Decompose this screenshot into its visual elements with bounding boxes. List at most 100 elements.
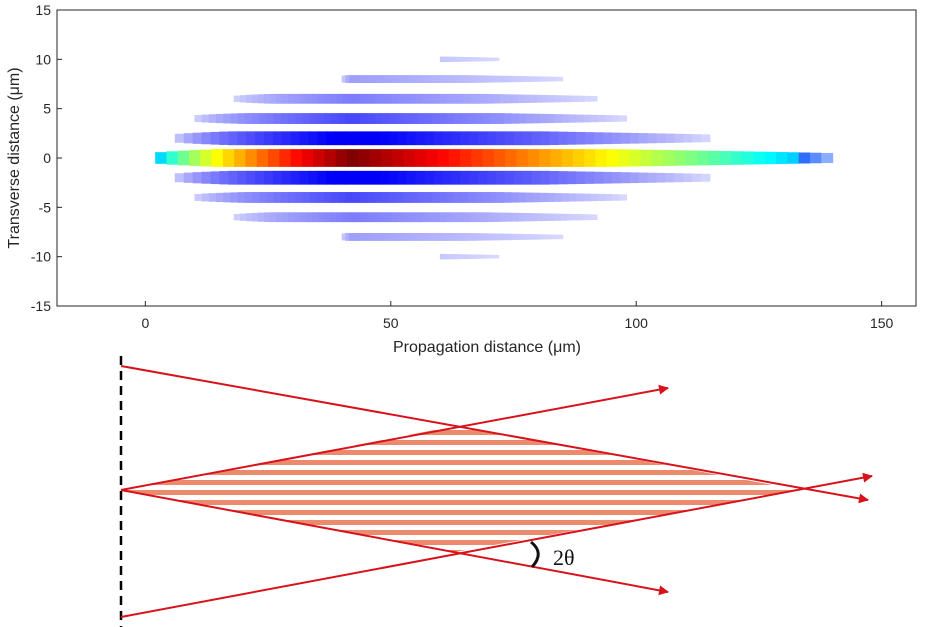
heatmap-cell xyxy=(451,212,459,223)
heatmap-cell xyxy=(166,151,179,165)
heatmap-cell xyxy=(463,75,468,84)
heatmap-cell xyxy=(463,56,466,62)
heatmap-cell xyxy=(309,192,318,203)
heatmap-cell xyxy=(201,132,212,145)
heatmap-cell xyxy=(456,56,459,62)
heatmap-cell xyxy=(409,93,416,104)
heatmap-cell xyxy=(344,131,354,146)
heatmap-cell xyxy=(282,93,289,104)
heatmap-cell xyxy=(647,133,657,144)
heatmap-cell xyxy=(216,113,224,124)
y-tick-label: -5 xyxy=(39,199,52,215)
heatmap-cell xyxy=(280,113,289,124)
heatmap-cell xyxy=(454,56,457,62)
heatmap-cell xyxy=(522,170,533,185)
heatmap-cell xyxy=(505,149,518,167)
heatmap-cell xyxy=(246,170,256,185)
heatmap-cell xyxy=(354,212,362,223)
heatmap-cell xyxy=(403,192,412,203)
heatmap-cell xyxy=(464,56,466,62)
heatmap-cell xyxy=(396,192,404,203)
heatmap-cell xyxy=(572,149,585,167)
heatmap-cell xyxy=(208,114,217,123)
heatmap-cell xyxy=(316,192,325,203)
heatmap-cell xyxy=(385,93,392,104)
heatmap-cell xyxy=(246,131,256,146)
heatmap-cell xyxy=(481,212,489,223)
heatmap-cell xyxy=(555,76,560,82)
x-axis-label: Propagation distance (μm) xyxy=(393,339,581,356)
heatmap-cell xyxy=(210,131,220,145)
heatmap-cell xyxy=(495,131,506,146)
heatmap-cell xyxy=(460,131,470,146)
heatmap-cell xyxy=(467,254,469,259)
heatmap-cell xyxy=(192,172,203,184)
heatmap-cell xyxy=(272,170,283,185)
heatmap-cell xyxy=(443,56,446,63)
heatmap-cell xyxy=(492,254,495,259)
heatmap-cell xyxy=(483,57,485,62)
heatmap-cell xyxy=(397,170,408,185)
heatmap-cell xyxy=(335,131,345,146)
heatmap-cell xyxy=(370,170,381,185)
heatmap-cell xyxy=(352,232,358,241)
heatmap-cell xyxy=(554,114,563,123)
heatmap-cell xyxy=(518,233,523,240)
heatmap-cell xyxy=(575,193,584,202)
fringe-stripe xyxy=(122,490,800,495)
heatmap-cell xyxy=(522,131,533,146)
heatmap-cell xyxy=(385,75,391,84)
heatmap-cell xyxy=(442,253,445,260)
heatmap-cell xyxy=(424,192,433,203)
heatmap-cell xyxy=(348,93,356,104)
heatmap-cell xyxy=(446,192,455,203)
heatmap-cell xyxy=(345,75,350,84)
heatmap-cell xyxy=(370,131,381,146)
heatmap-cell xyxy=(391,212,398,223)
heatmap-cell xyxy=(470,57,472,62)
heatmap-cell xyxy=(441,56,444,63)
heatmap-cell xyxy=(511,233,516,241)
heatmap-cell xyxy=(263,170,274,185)
beam-lower-diverging xyxy=(120,489,669,596)
heatmap-cell xyxy=(237,192,246,203)
heatmap-cell xyxy=(452,254,455,260)
heatmap-cell xyxy=(447,254,450,260)
heatmap-cell xyxy=(393,75,398,84)
heatmap-cell xyxy=(479,57,481,62)
heatmap-cell xyxy=(518,94,525,104)
heatmap-cell xyxy=(492,233,497,241)
heatmap-cell xyxy=(753,151,766,165)
heatmap-cell xyxy=(233,213,241,221)
heatmap-cell xyxy=(442,170,452,185)
heatmap-cell xyxy=(453,56,456,62)
heatmap-cell xyxy=(473,254,475,259)
heatmap-cell xyxy=(252,192,260,203)
interference-fringes xyxy=(122,430,800,552)
heatmap-cell xyxy=(461,56,464,62)
heatmap-cell xyxy=(512,94,519,104)
heatmap-cell xyxy=(433,212,441,223)
heatmap-cell xyxy=(403,113,412,124)
heatmap-cell xyxy=(489,192,498,203)
heatmap-cell xyxy=(374,192,383,203)
heatmap-cell xyxy=(426,75,431,84)
heatmap-cell xyxy=(445,93,453,104)
heatmap-cell xyxy=(417,192,426,203)
heatmap-cell xyxy=(532,113,541,124)
heatmap-cell xyxy=(511,192,520,203)
heatmap-cell xyxy=(497,255,500,259)
heatmap-cell xyxy=(540,113,548,124)
heatmap-cell xyxy=(300,93,307,104)
heatmap-cell xyxy=(192,132,203,144)
fringe-stripe xyxy=(122,440,800,445)
heatmap-cell xyxy=(474,57,476,62)
heatmap-cell xyxy=(468,192,476,203)
heatmap-cell xyxy=(415,75,420,84)
heatmap-cell xyxy=(326,170,336,185)
heatmap-cell xyxy=(448,149,461,167)
y-axis-label: Transverse distance (μm) xyxy=(6,67,23,248)
heatmap-cell xyxy=(489,113,498,124)
heatmap-cell xyxy=(466,254,468,259)
heatmap-cell xyxy=(295,192,304,203)
